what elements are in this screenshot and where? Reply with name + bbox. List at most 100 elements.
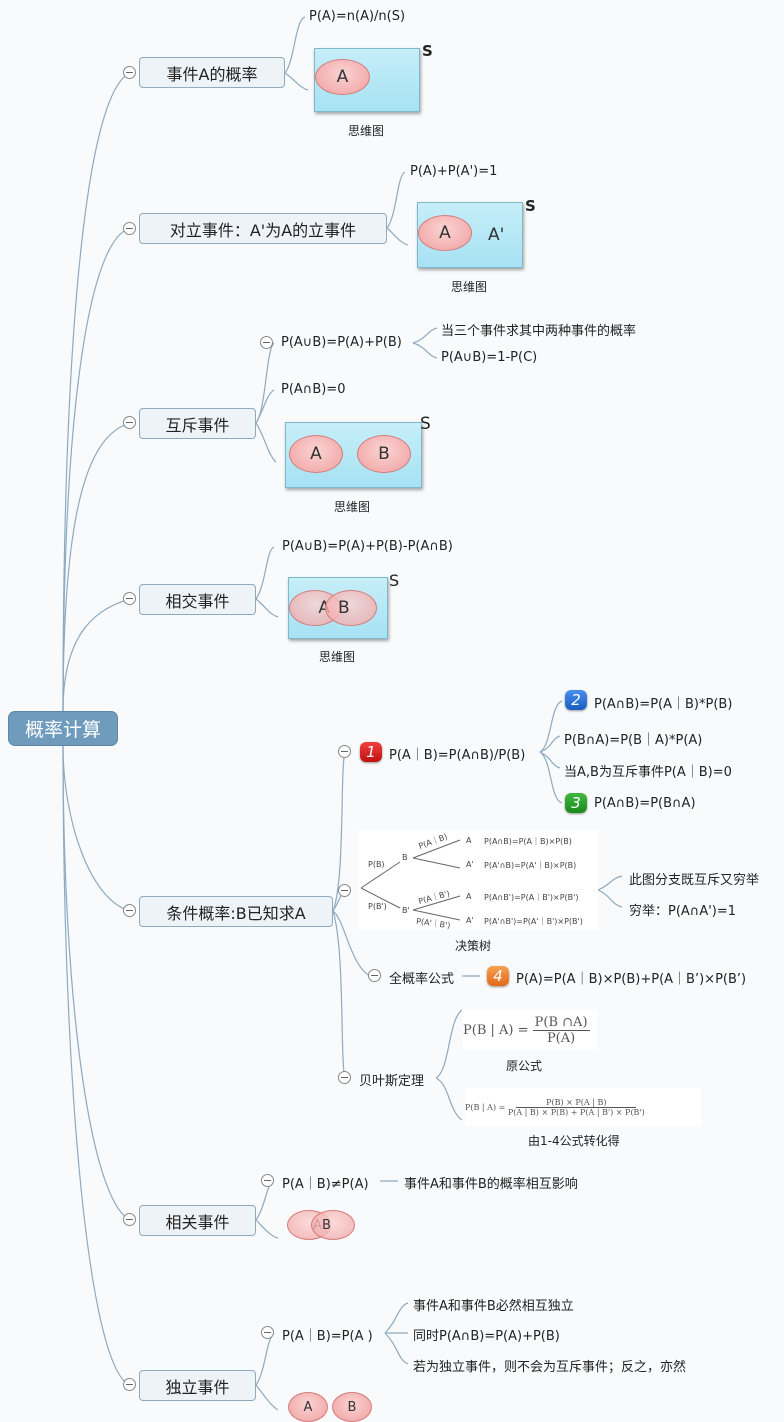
formula-text: P(A∩B)=P(B∩A) [594,796,696,811]
subtopic-total-probability[interactable]: 全概率公式 [389,972,455,987]
note-text: 事件A和事件B必然相互独立 [413,1299,574,1314]
formula-fraction: P(B) × P(A | B) P(A | B) × P(B) + P(A | … [508,1098,645,1117]
note-text: 此图分支既互斥又穷举 [629,873,760,888]
diagram-caption: 思维图 [451,280,488,294]
tree-node: B [402,853,408,862]
priority-2-icon: 2 [565,690,587,710]
collapse-toggle-icon[interactable] [338,1071,351,1084]
formula-fraction: P(B ∩A) P(A) [532,1014,590,1046]
topic-label: 相关事件 [165,1212,230,1232]
collapse-toggle-icon[interactable] [123,1213,136,1226]
topic-label: 条件概率:B已知求A [166,903,306,923]
collapse-toggle-icon[interactable] [338,884,351,897]
tree-result: P(A∩B)=P(A｜B)×P(B) [484,837,572,846]
leaf-node: A' [466,860,474,869]
topic-label: 互斥事件 [165,415,230,435]
formula-text: P(A∪B)=1-P(C) [441,350,538,365]
venn-diagram: A [314,48,420,112]
topic-label: 对立事件：A'为A的立事件 [169,220,357,240]
formula-text: P(A∪B)=P(A)+P(B) [281,335,402,350]
formula-text: P(A｜B)=P(A∩B)/P(B) [389,748,526,763]
formula-text: 穷举：P(A∩A')=1 [629,904,737,919]
note-text: 当三个事件求其中两种事件的概率 [441,324,637,339]
diagram-caption: 思维图 [334,500,371,514]
topic-label: 事件A的概率 [166,64,258,84]
collapse-toggle-icon[interactable] [123,592,136,605]
numerator: P(B) × P(A | B) [516,1098,637,1108]
set-ellipse-b: B [357,435,411,473]
root-topic[interactable]: 概率计算 [8,711,118,746]
topic-independent-events[interactable]: 独立事件 [139,1370,256,1401]
set-ellipse-a: A [288,1392,328,1422]
topic-event-probability[interactable]: 事件A的概率 [139,57,285,88]
decision-tree-image: P(B) P(B') B B' P(A｜B) P(A｜B') P(A'｜B') … [358,830,598,930]
universe-label: S [525,197,536,215]
set-ellipse-b: B [325,590,377,626]
numerator: P(B ∩A) [532,1014,590,1031]
tree-result: P(A'∩B)=P(A'｜B)×P(B) [484,861,577,870]
formula-caption: 原公式 [506,1059,543,1073]
formula-caption: 由1-4公式转化得 [528,1134,620,1148]
venn-diagram: A B [285,422,422,488]
venn-diagram: A A' [417,202,523,268]
topic-mutually-exclusive[interactable]: 互斥事件 [139,408,256,439]
note-text: 事件A和事件B的概率相互影响 [404,1177,578,1192]
formula-text: P(A)+P(A')=1 [410,164,498,179]
set-ellipse-b: B [332,1392,372,1422]
leaf-node: A' [466,916,474,925]
tree-node: B' [402,906,410,915]
topic-label: 独立事件 [165,1377,230,1397]
formula-text: P(A∩B)=0 [281,382,346,397]
tree-result: P(A'∩B')=P(A'｜B')×P(B') [484,917,583,926]
collapse-toggle-icon[interactable] [260,336,273,349]
topic-conditional-probability[interactable]: 条件概率:B已知求A [139,896,333,927]
leaf-node: A [466,836,472,845]
formula-text: P(A)=P(A｜B)×P(B)+P(A｜B’)×P(B’) [516,972,747,987]
priority-1-icon: 1 [360,742,382,762]
formula-text: P(A｜B)≠P(A) [282,1177,369,1192]
topic-intersecting-events[interactable]: 相交事件 [139,584,256,615]
formula-lhs: P(B | A) = [463,1022,529,1038]
collapse-toggle-icon[interactable] [261,1174,274,1187]
topic-label: 相交事件 [165,591,230,611]
topic-complementary-event[interactable]: 对立事件：A'为A的立事件 [139,213,387,244]
set-ellipse-b: B [311,1210,355,1240]
set-ellipse-a: A [315,59,370,95]
topic-dependent-events[interactable]: 相关事件 [139,1205,256,1236]
collapse-toggle-icon[interactable] [368,969,381,982]
branch-label: P(B') [368,902,387,911]
formula-text: P(A∪B)=P(A)+P(B)-P(A∩B) [282,539,453,554]
collapse-toggle-icon[interactable] [123,66,136,79]
set-ellipse-a: A [289,435,343,473]
universe-label: S [422,42,433,60]
leaf-node: A [466,892,472,901]
universe-label: S [389,571,400,590]
root-label: 概率计算 [24,719,101,741]
priority-3-icon: 3 [565,793,587,813]
collapse-toggle-icon[interactable] [123,416,136,429]
branch-label: P(B) [368,860,385,869]
formula-text: P(A｜B)=P(A ) [282,1329,373,1344]
diagram-caption: 思维图 [319,650,356,664]
collapse-toggle-icon[interactable] [338,745,351,758]
collapse-toggle-icon[interactable] [123,222,136,235]
formula-text: P(A∩B)=P(A｜B)*P(B) [594,697,733,712]
bayes-original-formula: P(B | A) = P(B ∩A) P(A) [463,1010,597,1050]
collapse-toggle-icon[interactable] [261,1326,274,1339]
subtopic-bayes-theorem[interactable]: 贝叶斯定理 [359,1074,425,1089]
denominator: P(A) [546,1030,576,1046]
collapse-toggle-icon[interactable] [123,1378,136,1391]
collapse-toggle-icon[interactable] [123,904,136,917]
tree-branches [360,839,461,921]
bayes-derived-formula: P(B | A) = P(B) × P(A | B) P(A | B) × P(… [465,1088,701,1126]
universe-label: S [420,414,431,434]
formula-lhs: P(B | A) = [465,1102,506,1112]
priority-4-icon: 4 [487,966,509,986]
formula-text: P(A)=n(A)/n(S) [309,9,406,24]
tree-result: P(A∩B')=P(A｜B')×P(B') [484,893,579,902]
set-ellipse-a: A [418,215,472,251]
complement-label: A' [488,225,505,245]
denominator: P(A | B) × P(B) + P(A | B') × P(B') [507,1107,645,1117]
diagram-caption: 思维图 [348,124,385,138]
note-text: 当A,B为互斥事件P(A｜B)=0 [564,765,732,780]
